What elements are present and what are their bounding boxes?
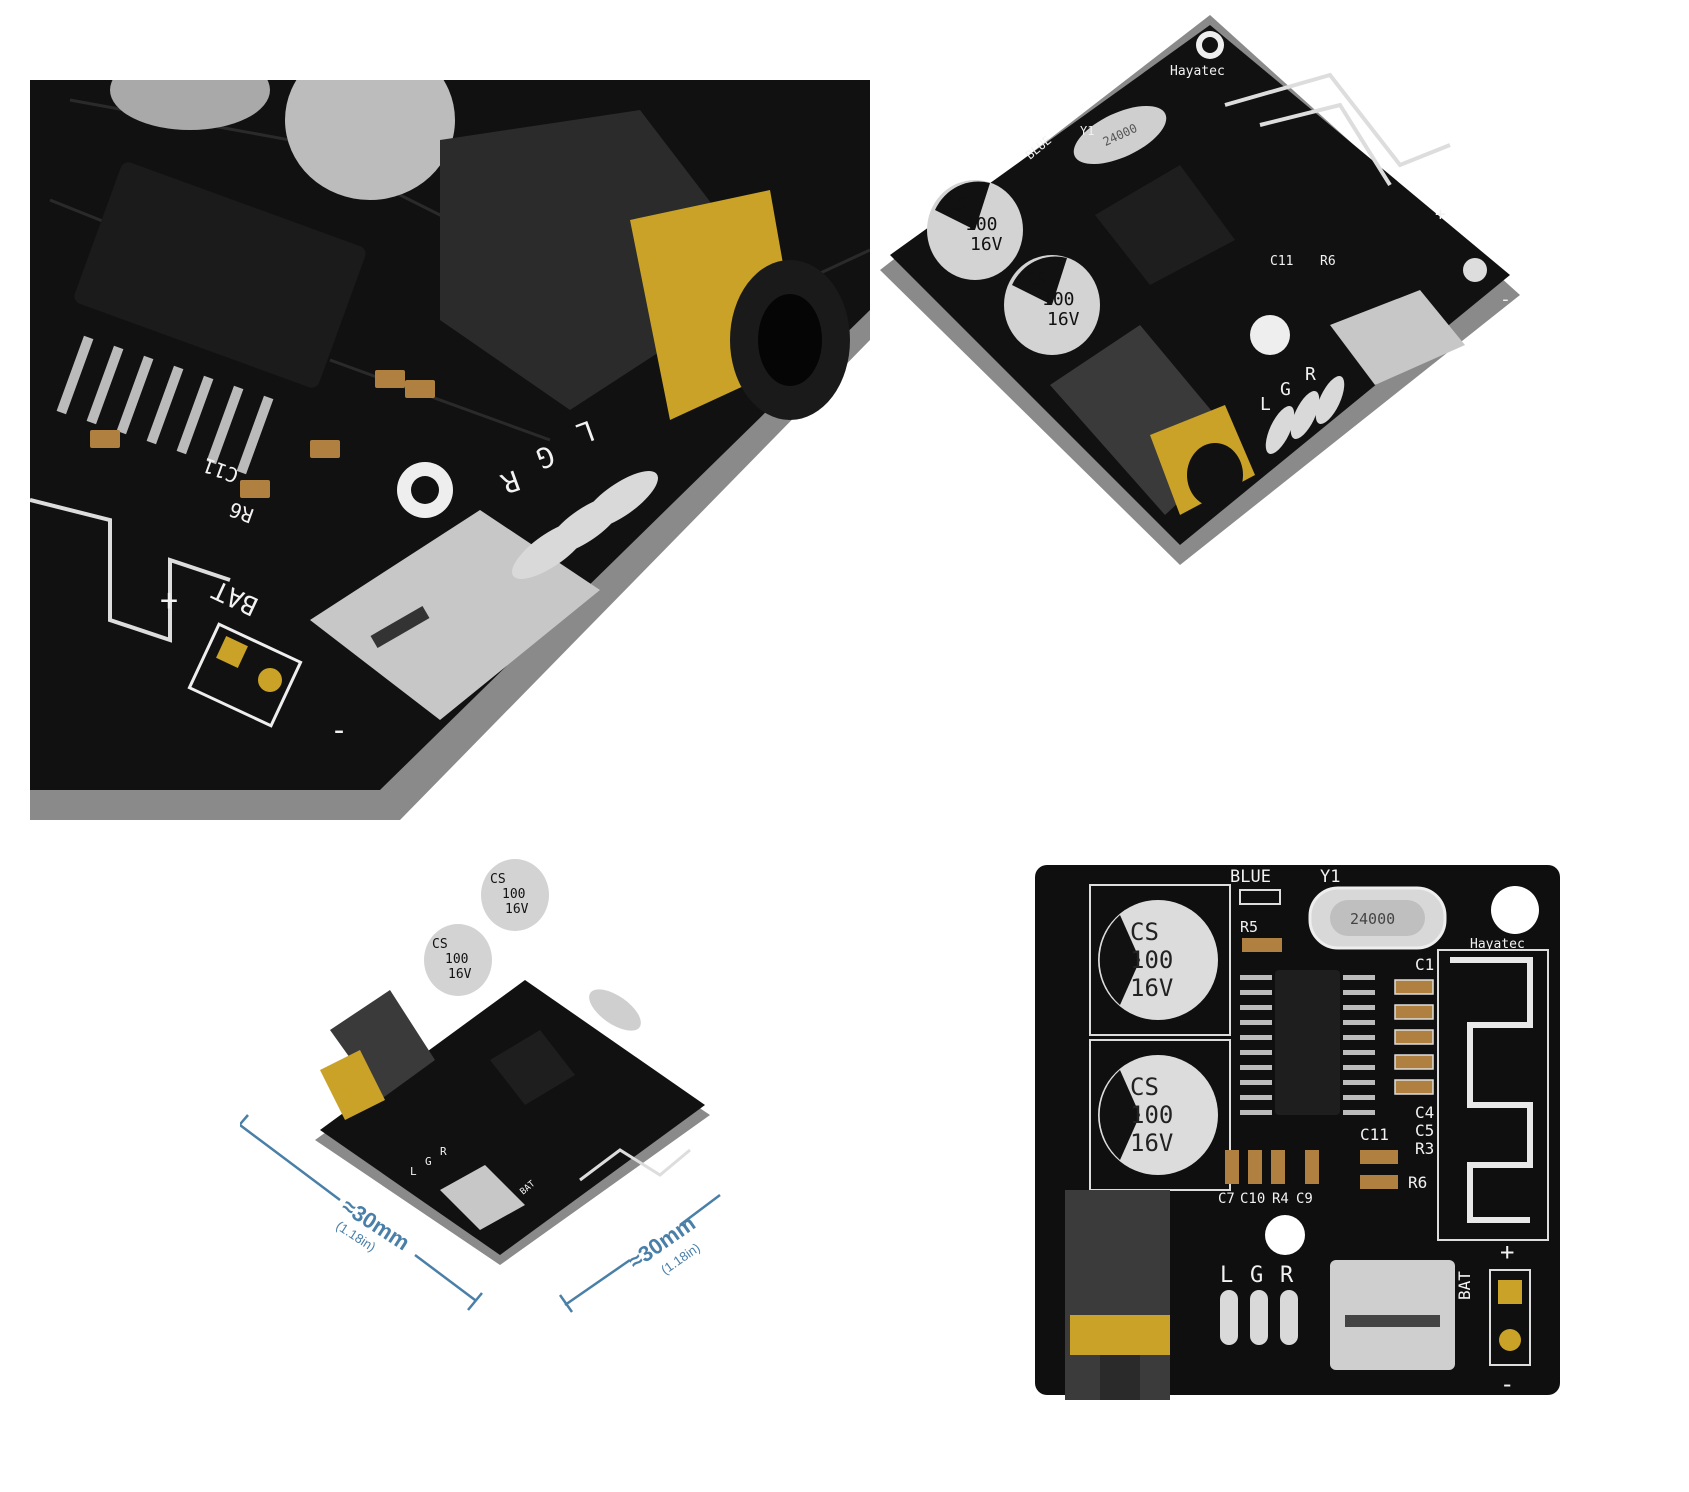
svg-text:100: 100 xyxy=(965,214,998,235)
closeup-ic-chip xyxy=(74,162,366,388)
closeup-board-svg: R G L BAT + - C11 R6 xyxy=(29,40,871,820)
angled-brand: Hayatec xyxy=(1170,64,1225,79)
topdown-label-c1: C1 xyxy=(1415,955,1434,974)
closeup-capacitor xyxy=(285,40,455,200)
topdown-label-r3: R3 xyxy=(1415,1139,1434,1158)
topdown-label-c7: C7 xyxy=(1218,1191,1235,1207)
svg-text:CS: CS xyxy=(1130,1073,1159,1101)
svg-text:100: 100 xyxy=(502,887,525,902)
topdown-ic-chip xyxy=(1275,970,1340,1115)
angled-usb-port xyxy=(1330,290,1465,385)
dimension-label-l: L xyxy=(410,1165,417,1178)
svg-text:16V: 16V xyxy=(505,902,529,917)
dimension-label-g: G xyxy=(425,1155,432,1168)
topdown-label-c9: C9 xyxy=(1296,1191,1313,1207)
topdown-label-plus: + xyxy=(1500,1238,1514,1266)
topdown-antenna xyxy=(1450,957,1533,1223)
topdown-crystal-marking: 24000 xyxy=(1350,910,1395,928)
dimension-audio-jack xyxy=(330,990,435,1100)
svg-text:16V: 16V xyxy=(1130,1129,1173,1157)
dimension-board xyxy=(320,980,705,1255)
svg-text:CS: CS xyxy=(945,194,967,215)
dimension-label-r: R xyxy=(440,1145,447,1158)
svg-text:100: 100 xyxy=(1130,946,1173,974)
dimension-photo: CS 100 16V CS 100 16V L G R BAT xyxy=(234,830,800,1350)
svg-text:100: 100 xyxy=(445,952,468,967)
dimension-board-svg: CS 100 16V CS 100 16V L G R BAT xyxy=(234,859,721,1313)
closeup-label-minus: - xyxy=(330,713,348,748)
topdown-label-g: G xyxy=(1250,1263,1263,1288)
svg-text:16V: 16V xyxy=(970,234,1003,255)
svg-text:16V: 16V xyxy=(1047,309,1080,330)
svg-text:16V: 16V xyxy=(1130,974,1173,1002)
angled-board xyxy=(890,25,1510,545)
topdown-capacitor-2: CS 100 16V xyxy=(1098,1055,1218,1175)
topdown-label-r5: R5 xyxy=(1240,918,1258,936)
topdown-capacitor-1: CS 100 16V xyxy=(1098,900,1218,1020)
svg-text:100: 100 xyxy=(1042,289,1075,310)
topdown-brand: Hayatec xyxy=(1470,937,1525,952)
topdown-board-svg: Hayatec BLUE Y1 24000 R5 CS 100 16V CS 1… xyxy=(1035,865,1560,1400)
svg-text:100: 100 xyxy=(1130,1101,1173,1129)
dimension-capacitor-1: CS 100 16V xyxy=(424,924,492,996)
width-dimension-line xyxy=(234,1114,483,1311)
topdown-label-c10: C10 xyxy=(1240,1191,1265,1207)
angled-photo: Hayatec 24000 CS 100 16V CS 100 16V xyxy=(880,15,1530,575)
angled-label-l: L xyxy=(1260,394,1271,415)
topdown-label-c5: C5 xyxy=(1415,1121,1434,1140)
topdown-label-minus: - xyxy=(1500,1370,1514,1398)
angled-label-r6: R6 xyxy=(1320,254,1336,269)
topdown-label-r6: R6 xyxy=(1408,1173,1427,1192)
closeup-photo: R G L BAT + - C11 R6 xyxy=(29,40,871,820)
topdown-label-blue: BLUE xyxy=(1230,867,1271,887)
height-dimension-line xyxy=(558,1194,721,1313)
dimension-capacitor-2: CS 100 16V xyxy=(481,859,549,931)
angled-label-r: R xyxy=(1305,364,1316,385)
topdown-label-c11: C11 xyxy=(1360,1125,1389,1144)
topdown-label-l: L xyxy=(1220,1263,1233,1288)
dimension-usb-port xyxy=(440,1165,525,1230)
svg-text:CS: CS xyxy=(432,937,448,952)
angled-label-c11: C11 xyxy=(1270,254,1293,269)
topdown-label-y1: Y1 xyxy=(1320,867,1340,887)
angled-ic-chip xyxy=(1095,165,1235,285)
svg-text:CS: CS xyxy=(1025,269,1047,290)
svg-text:16V: 16V xyxy=(448,967,472,982)
angled-label-g: G xyxy=(1280,379,1291,400)
svg-text:CS: CS xyxy=(1130,918,1159,946)
topdown-label-r4: R4 xyxy=(1272,1191,1289,1207)
topdown-photo: Hayatec BLUE Y1 24000 R5 CS 100 16V CS 1… xyxy=(1030,860,1570,1410)
angled-label-plus: + xyxy=(1435,204,1446,225)
angled-crystal xyxy=(1073,105,1167,165)
angled-capacitor-1: CS 100 16V xyxy=(927,180,1023,280)
angled-capacitor-2: CS 100 16V xyxy=(1004,255,1100,355)
angled-label-minus: - xyxy=(1500,289,1511,310)
dimension-ic-chip xyxy=(490,1030,575,1105)
topdown-label-c4: C4 xyxy=(1415,1103,1434,1122)
closeup-label-plus: + xyxy=(160,583,178,618)
svg-text:CS: CS xyxy=(490,872,506,887)
angled-label-y1: Y1 xyxy=(1080,124,1094,138)
topdown-label-bat: BAT xyxy=(1455,1271,1474,1300)
topdown-label-r: R xyxy=(1280,1263,1294,1288)
closeup-audio-jack xyxy=(440,110,770,410)
angled-board-svg: Hayatec 24000 CS 100 16V CS 100 16V xyxy=(880,15,1520,565)
